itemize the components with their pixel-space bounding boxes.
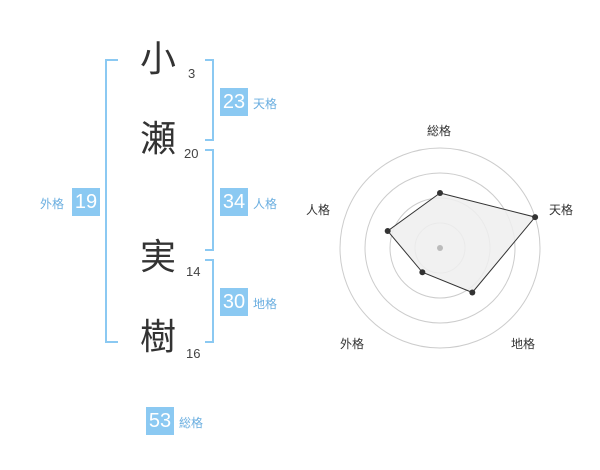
radar-point — [532, 214, 539, 221]
name-char-2-strokes: 20 — [184, 146, 199, 161]
jinkaku-value: 34 — [220, 188, 248, 216]
name-char-1-strokes: 3 — [188, 66, 196, 81]
tenkaku-bracket — [205, 59, 214, 141]
radar-center-dot — [437, 245, 443, 251]
radar-point — [419, 269, 426, 276]
radar-ring — [339, 147, 541, 349]
chikaku-label: 地格 — [253, 297, 278, 311]
radar-label-tenkaku: 天格 — [549, 203, 574, 217]
radar-label-jinkaku: 人格 — [306, 203, 331, 217]
soukaku-label: 総格 — [179, 416, 204, 430]
radar-label-chikaku: 地格 — [511, 337, 536, 351]
radar-points — [384, 190, 539, 296]
tenkaku-label: 天格 — [253, 97, 278, 111]
jinkaku-label: 人格 — [253, 197, 278, 211]
name-char-4: 樹 — [140, 317, 177, 358]
name-char-2: 瀬 — [140, 119, 177, 160]
radar-svg — [339, 147, 541, 349]
name-char-3: 実 — [140, 237, 177, 278]
radar-label-gaikaku: 外格 — [340, 337, 365, 351]
radar-point — [384, 228, 391, 235]
name-char-1: 小 — [140, 39, 177, 80]
gaikaku-label: 外格 — [40, 197, 65, 211]
gaikaku-bracket — [105, 59, 118, 343]
tenkaku-value: 23 — [220, 88, 248, 116]
name-char-4-strokes: 16 — [186, 346, 201, 361]
gaikaku-value: 19 — [72, 188, 100, 216]
radar-polygon — [386, 192, 536, 294]
radar-point — [469, 289, 476, 296]
name-char-3-strokes: 14 — [186, 264, 201, 279]
radar-label-soukaku: 総格 — [427, 124, 452, 138]
soukaku-value: 53 — [146, 407, 174, 435]
radar-chart — [300, 110, 590, 370]
jinkaku-bracket — [205, 149, 214, 251]
chikaku-value: 30 — [220, 288, 248, 316]
chikaku-bracket — [205, 259, 214, 343]
radar-ring — [364, 172, 516, 324]
radar-point — [437, 190, 443, 196]
